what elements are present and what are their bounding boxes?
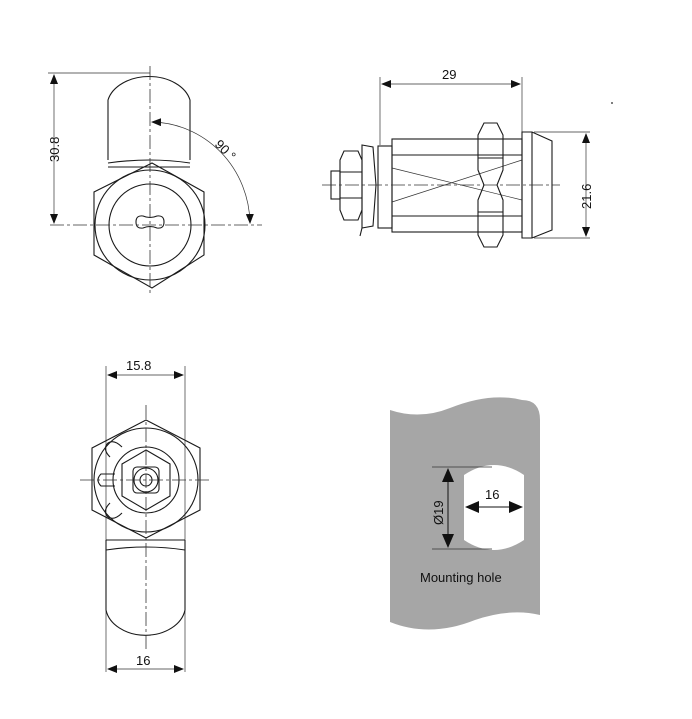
- cam-width-dim-label: 16: [136, 653, 150, 668]
- bottom-view: 15.8 16: [80, 358, 212, 673]
- diameter-dim-label: 21.6: [579, 184, 594, 209]
- height-dim-label: 30.8: [47, 137, 62, 162]
- angle-arc: [151, 118, 254, 224]
- hole-diameter-dim-label: Ø19: [431, 500, 446, 525]
- mounting-nut: [477, 122, 504, 248]
- hole-flat-dim-label: 16: [485, 487, 499, 502]
- cam-ear-top: [104, 441, 123, 458]
- hex-body: [93, 162, 205, 289]
- length-dim-label: 29: [442, 67, 456, 82]
- cam-outline: [105, 540, 186, 636]
- front-view: 30.8 90 °: [47, 66, 262, 295]
- stray-dot: [611, 102, 613, 104]
- cam-outline: [107, 75, 191, 160]
- side-view: 29 21.6: [322, 67, 613, 248]
- washer: [361, 144, 377, 229]
- lock-nut: [339, 150, 363, 221]
- mounting-hole-view: Ø19 16 Mounting hole: [390, 397, 540, 630]
- mounting-hole-caption: Mounting hole: [420, 570, 502, 585]
- cam-ear-bottom: [104, 502, 123, 519]
- angle-dim-label: 90 °: [212, 137, 239, 164]
- hex-width-dim-label: 15.8: [126, 358, 151, 373]
